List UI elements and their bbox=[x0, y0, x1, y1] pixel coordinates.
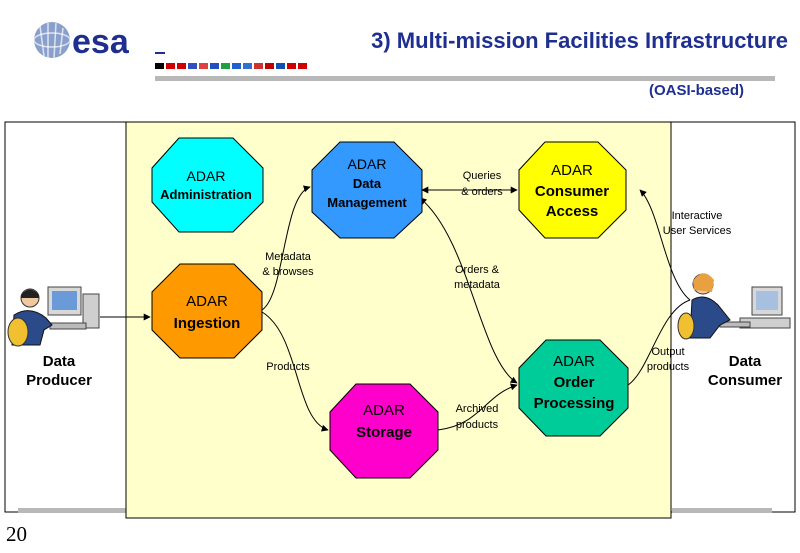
label-interactive: Interactive bbox=[672, 210, 723, 222]
svg-text:Ingestion: Ingestion bbox=[174, 315, 241, 332]
consumer-label-line1: Data bbox=[729, 353, 762, 370]
node-consumer-access: ADAR Consumer Access bbox=[518, 141, 627, 239]
label-metadata: Metadata bbox=[265, 251, 312, 263]
page-subtitle: (OASI-based) bbox=[648, 82, 744, 99]
svg-text:ADAR: ADAR bbox=[551, 162, 593, 179]
flag-icon bbox=[232, 63, 241, 69]
label-output-products: products bbox=[647, 361, 690, 373]
label-products: Products bbox=[266, 361, 310, 373]
flag-icon bbox=[254, 63, 263, 69]
orders-metadata-arrow bbox=[419, 197, 518, 384]
flag-icon bbox=[221, 63, 230, 69]
bottom-rule-left bbox=[18, 508, 128, 513]
label-browses: & browses bbox=[262, 266, 314, 278]
esa-logo: esa bbox=[30, 20, 160, 70]
data-consumer-figure bbox=[677, 273, 791, 340]
node-data-management: ADAR Data Management bbox=[311, 141, 423, 239]
page-number: 20 bbox=[6, 522, 27, 546]
svg-text:ADAR: ADAR bbox=[186, 293, 228, 310]
svg-text:Access: Access bbox=[546, 203, 599, 220]
consumer-label-line2: Consumer bbox=[708, 372, 782, 389]
flag-icon bbox=[177, 63, 186, 69]
consumer-screen bbox=[756, 291, 778, 310]
flag-icon bbox=[265, 63, 274, 69]
label-orders: & orders bbox=[461, 186, 503, 198]
svg-text:Administration: Administration bbox=[160, 187, 252, 202]
flag-icon bbox=[243, 63, 252, 69]
svg-text:Storage: Storage bbox=[356, 424, 412, 441]
label-user-services: User Services bbox=[663, 225, 732, 237]
ingestion-to-storage-arrow bbox=[261, 311, 329, 432]
flag-icon bbox=[210, 63, 219, 69]
svg-text:ADAR: ADAR bbox=[348, 156, 387, 172]
flag-icon bbox=[199, 63, 208, 69]
page-title: 3) Multi-mission Facilities Infrastructu… bbox=[371, 28, 788, 53]
interactive-services-arrow bbox=[639, 189, 691, 301]
flag-icon bbox=[155, 63, 164, 69]
edge-labels: Queries & orders Metadata & browses Orde… bbox=[262, 170, 731, 431]
label-metadata-2: metadata bbox=[454, 279, 501, 291]
flag-icon bbox=[287, 63, 296, 69]
producer-keyboard bbox=[49, 322, 87, 330]
label-queries: Queries bbox=[463, 170, 502, 182]
bottom-rule-right bbox=[672, 508, 772, 513]
consumer-body bbox=[689, 296, 731, 339]
svg-text:ADAR: ADAR bbox=[187, 168, 226, 184]
svg-text:Data: Data bbox=[353, 176, 382, 191]
label-output: Output bbox=[651, 346, 684, 358]
label-archived: Archived bbox=[456, 403, 499, 415]
producer-screen bbox=[52, 291, 77, 310]
storage-to-orderprocessing-arrow bbox=[437, 383, 518, 431]
logo-text: esa bbox=[72, 23, 130, 61]
label-archived-products: products bbox=[456, 419, 499, 431]
data-producer-figure bbox=[7, 286, 100, 347]
flag-icon bbox=[166, 63, 175, 69]
esa-logo-graphic: esa bbox=[33, 22, 130, 61]
node-storage: ADAR Storage bbox=[329, 383, 439, 479]
producer-tower bbox=[82, 293, 100, 329]
ingestion-to-datamanagement-arrow bbox=[261, 185, 311, 311]
svg-text:Processing: Processing bbox=[534, 395, 615, 412]
node-order-processing: ADAR Order Processing bbox=[518, 339, 629, 437]
producer-label-line1: Data bbox=[43, 353, 76, 370]
svg-text:ADAR: ADAR bbox=[553, 353, 595, 370]
consumer-chair bbox=[677, 312, 695, 340]
svg-text:Consumer: Consumer bbox=[535, 183, 609, 200]
producer-label-line2: Producer bbox=[26, 372, 92, 389]
flag-strip bbox=[155, 52, 385, 69]
flag-icon bbox=[188, 63, 197, 69]
label-orders-and: Orders & bbox=[455, 264, 500, 276]
flag-icon bbox=[298, 63, 307, 69]
node-ingestion: ADAR Ingestion bbox=[151, 263, 263, 359]
header-divider bbox=[155, 76, 775, 81]
svg-text:Order: Order bbox=[554, 374, 595, 391]
svg-text:ADAR: ADAR bbox=[363, 402, 405, 419]
producer-chair bbox=[7, 317, 29, 347]
svg-text:Management: Management bbox=[327, 195, 407, 210]
connectors bbox=[100, 185, 691, 432]
node-administration: ADAR Administration bbox=[151, 137, 264, 233]
flag-icon bbox=[276, 63, 285, 69]
output-products-arrow bbox=[627, 299, 691, 386]
